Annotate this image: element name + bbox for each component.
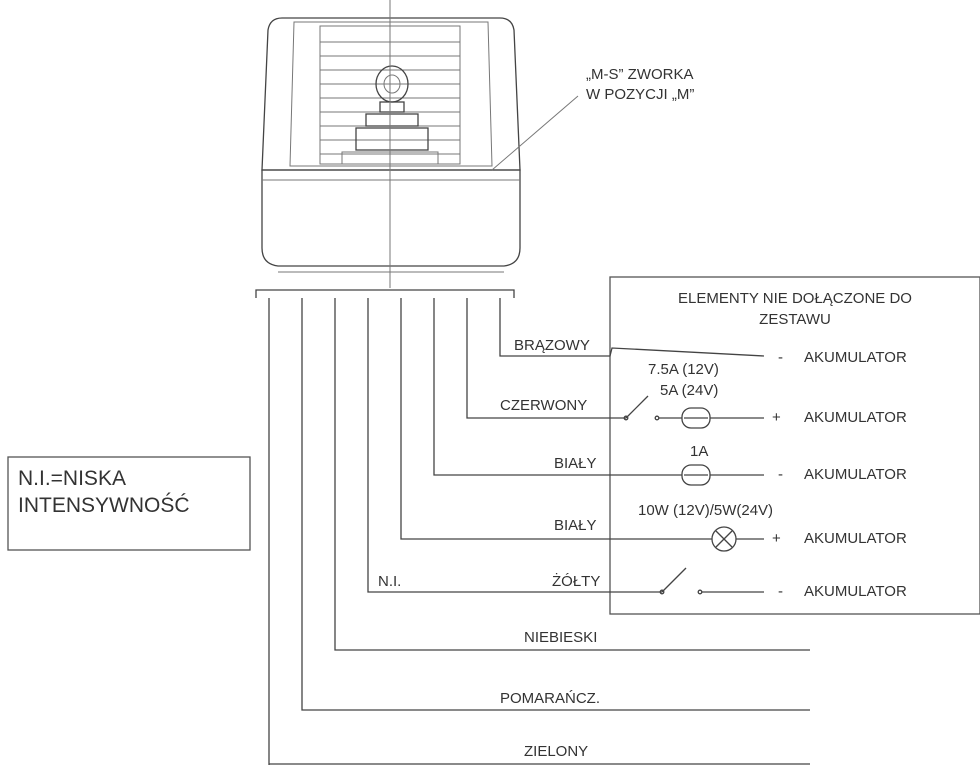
wire-yellow-label: ŻÓŁTY <box>552 572 600 590</box>
wire-white-2-label: BIAŁY <box>554 517 597 534</box>
legend-box: N.I.=NISKA INTENSYWNOŚĆ <box>7 456 251 551</box>
fuse-small-rating: 1A <box>690 443 708 460</box>
wire-yellow: N.I. ŻÓŁTY - AKUMULATOR <box>367 298 907 600</box>
wire-yellow-polarity: - <box>778 583 783 600</box>
wire-orange: POMARAŃCZ. <box>301 298 810 711</box>
lamp-indicator-icon <box>711 526 737 552</box>
fuse-icon <box>681 407 711 429</box>
beacon-dome-inner <box>289 21 493 167</box>
wire-brown-battery: AKUMULATOR <box>804 349 907 366</box>
wire-white-2-battery: AKUMULATOR <box>804 530 907 547</box>
jumper-leader-line <box>491 95 579 171</box>
wire-white-1: 1A BIAŁY - AKUMULATOR <box>433 298 907 486</box>
beacon-dome <box>261 17 521 171</box>
wire-brown-polarity: - <box>778 349 783 366</box>
wire-green: ZIELONY <box>268 298 810 765</box>
jumper-note-line2: W POZYCJI „M” <box>586 86 694 103</box>
wire-red-battery: AKUMULATOR <box>804 409 907 426</box>
jumper-note-line1: „M-S” ZWORKA <box>586 66 693 83</box>
fuse-main-rating-12v: 7.5A (12V) <box>648 361 719 378</box>
lamp-rating: 10W (12V)/5W(24V) <box>638 502 773 519</box>
legend-line2: INTENSYWNOŚĆ <box>18 493 190 517</box>
wire-green-label: ZIELONY <box>524 743 588 760</box>
wire-blue-label: NIEBIESKI <box>524 629 597 646</box>
wire-red: 7.5A (12V) 5A (24V) CZERWONY + AKUMULATO… <box>466 298 907 429</box>
wire-red-polarity: + <box>772 409 781 426</box>
beacon-lamp-illustration <box>261 0 521 288</box>
fuse-small-icon <box>681 464 711 486</box>
wire-white-1-label: BIAŁY <box>554 455 597 472</box>
wire-blue: NIEBIESKI <box>334 298 810 651</box>
ni-label: N.I. <box>378 573 401 590</box>
beacon-base <box>261 169 521 267</box>
wire-white-1-battery: AKUMULATOR <box>804 466 907 483</box>
external-box-title-line1: ELEMENTY NIE DOŁĄCZONE DO <box>678 290 912 307</box>
wire-white-2-polarity: + <box>772 530 781 547</box>
bulb-icon <box>341 65 439 165</box>
fuse-main-rating-24v: 5A (24V) <box>660 382 718 399</box>
external-box-title-line2: ZESTAWU <box>759 311 831 328</box>
wire-orange-label: POMARAŃCZ. <box>500 690 600 707</box>
wire-white-2: 10W (12V)/5W(24V) BIAŁY + AKUMULATOR <box>400 298 907 552</box>
wire-yellow-switch-icon <box>661 567 687 593</box>
jumper-note: „M-S” ZWORKA W POZYCJI „M” <box>491 66 694 171</box>
wire-brown-label: BRĄZOWY <box>514 337 590 354</box>
wire-brown: BRĄZOWY - AKUMULATOR <box>499 298 907 366</box>
wire-connector-bracket <box>255 289 515 298</box>
external-elements-box: ELEMENTY NIE DOŁĄCZONE DO ZESTAWU <box>609 276 980 615</box>
wire-white-1-polarity: - <box>778 466 783 483</box>
wire-red-switch-icon <box>625 395 649 419</box>
wire-yellow-battery: AKUMULATOR <box>804 583 907 600</box>
wire-red-label: CZERWONY <box>500 397 587 414</box>
legend-line1: N.I.=NISKA <box>18 467 126 490</box>
